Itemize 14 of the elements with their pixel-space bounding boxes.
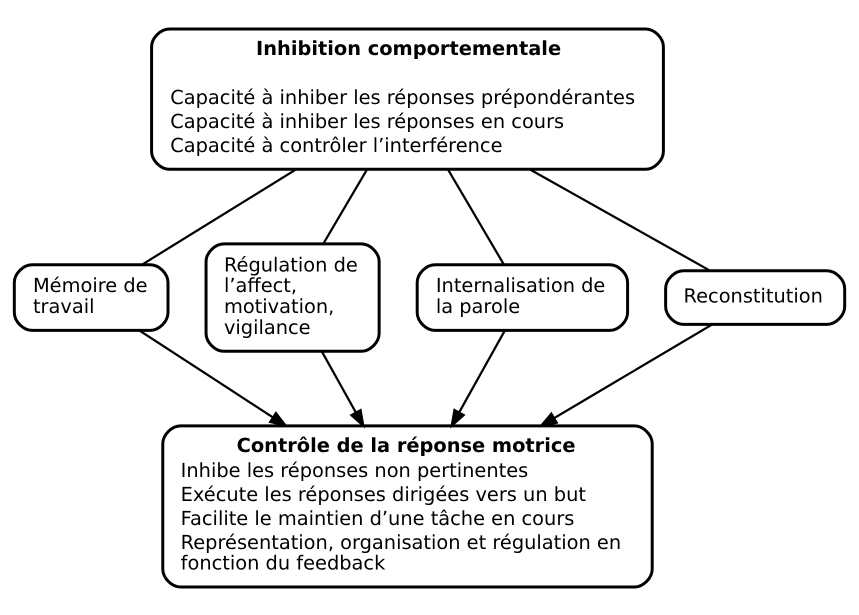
node-box: Inhibition comportementale Capacité à inhiber les réponses prépondérantes Capacité à inhiber les réponses en cours Capacité à contrôler l’interférence	[150, 26, 665, 170]
connector	[447, 168, 505, 264]
connector	[142, 168, 297, 265]
node-box: Contrôle de la réponse motrice Inhibe les réponses non pertinentes Exécute les réponses dirigées vers un but Facilite le maintien d’une tâche en cours Représentation, organisation et régulation en fonction du feedback	[161, 424, 654, 588]
connector	[322, 168, 368, 244]
connector	[529, 168, 710, 272]
node-box: Reconstitution	[664, 268, 846, 326]
arrow	[139, 329, 288, 427]
arrow	[450, 330, 506, 428]
node-box: Internalisation de la parole	[416, 262, 630, 332]
arrow	[320, 350, 365, 428]
node-box: Mémoire de travail	[12, 262, 170, 332]
node-box: Régulation de l’affect, motivation, vigilance	[204, 242, 381, 352]
arrow	[538, 323, 712, 428]
